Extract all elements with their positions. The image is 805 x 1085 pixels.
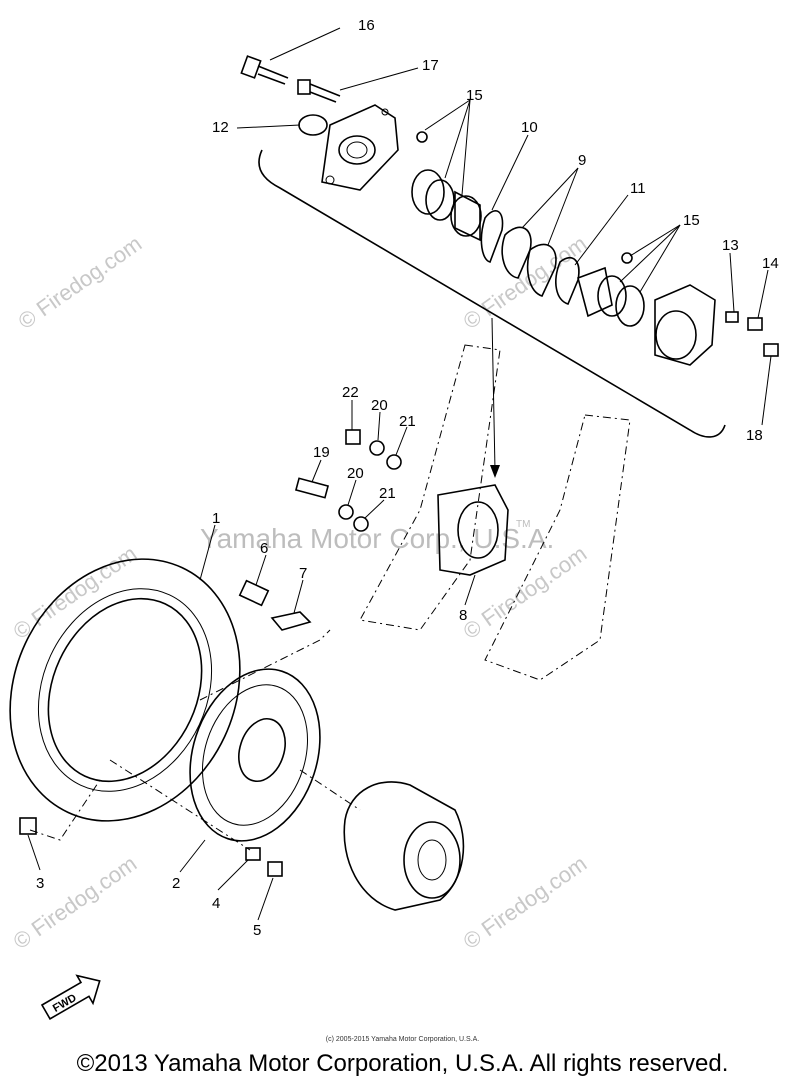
callout-8: 8 [459, 607, 467, 624]
callout-21: 21 [399, 413, 416, 430]
leader-lines [27, 27, 772, 921]
nut-5 [267, 861, 283, 877]
assembly-line [299, 769, 361, 811]
shim-11 [555, 256, 580, 305]
main-copyright: ©2013 Yamaha Motor Corporation, U.S.A. A… [76, 1050, 729, 1077]
callout-15: 15 [683, 212, 700, 229]
bolt-18 [763, 343, 779, 357]
bolt-13 [725, 311, 739, 323]
firedog-watermark: © Firedog.com [14, 231, 147, 334]
small-copyright: (c) 2005-2015 Yamaha Motor Corporation, … [325, 1036, 480, 1043]
caliper-assembly-8 [437, 484, 509, 576]
bolt-16 [240, 55, 289, 85]
callout-13: 13 [722, 237, 739, 254]
callout-16: 16 [358, 17, 375, 34]
washer-21 [386, 454, 402, 470]
nut-22 [345, 429, 361, 445]
bolt-3 [19, 817, 37, 835]
fwd-arrow-icon: FWD [40, 974, 101, 1020]
arrow-head [490, 465, 500, 478]
firedog-watermark: © Firedog.com [459, 541, 592, 644]
piston-seal [411, 169, 445, 215]
fork-reference [359, 344, 631, 681]
callout-12: 12 [212, 119, 229, 136]
bolt-19 [294, 477, 330, 499]
yamaha-watermark: Yamaha Motor Corp., U.S.A. [200, 523, 554, 554]
callout-7: 7 [299, 565, 307, 582]
firedog-watermark: © Firedog.com [459, 231, 592, 334]
callout-labels: 16 17 15 12 10 9 11 15 13 14 18 22 20 21… [36, 17, 779, 939]
callout-19: 19 [313, 444, 330, 461]
caliper-half-right [654, 284, 716, 366]
assembly-line [109, 759, 251, 851]
bolt-6 [238, 579, 270, 607]
seal-ring [416, 131, 428, 143]
callout-15: 15 [466, 87, 483, 104]
bolt-14 [747, 317, 763, 331]
brake-pad-10 [480, 210, 504, 263]
callout-11: 11 [630, 180, 646, 197]
washer-20 [369, 440, 385, 456]
callout-2: 2 [172, 875, 180, 892]
bleed-screw-17 [297, 79, 341, 103]
tm-mark: TM [516, 519, 530, 530]
callout-21: 21 [379, 485, 396, 502]
callout-17: 17 [422, 57, 439, 74]
callout-18: 18 [746, 427, 763, 444]
callout-14: 14 [762, 255, 779, 272]
washer-20 [338, 504, 354, 520]
callout-10: 10 [521, 119, 538, 136]
callout-1: 1 [212, 510, 220, 527]
callout-20: 20 [347, 465, 364, 482]
firedog-watermark: © Firedog.com [9, 541, 142, 644]
callout-3: 3 [36, 875, 44, 892]
mount-hardware [294, 429, 402, 532]
firedog-watermark: © Firedog.com [9, 851, 142, 954]
callout-5: 5 [253, 922, 261, 939]
piston-seal [425, 179, 455, 221]
piston [450, 190, 482, 242]
callout-22: 22 [342, 384, 359, 401]
assembly-line [199, 629, 331, 701]
washer-21 [353, 516, 369, 532]
wheel-hub [343, 781, 465, 911]
callout-9: 9 [578, 152, 586, 169]
bolt-small [621, 252, 633, 264]
fwd-label: FWD [51, 992, 79, 1015]
piston [577, 266, 613, 318]
callout-6: 6 [260, 540, 268, 557]
callout-4: 4 [212, 895, 220, 912]
firedog-watermark: © Firedog.com [459, 851, 592, 954]
exploded-view-bracket [258, 149, 726, 438]
caliper-half-left [321, 104, 399, 191]
callout-20: 20 [371, 397, 388, 414]
caliper-exploded-group [240, 55, 779, 478]
piston-seal [615, 285, 645, 327]
piston-seal [597, 275, 627, 317]
brake-pad-9 [501, 226, 532, 279]
lock-washer-4 [245, 847, 261, 861]
brake-pad-9 [526, 243, 557, 297]
assembly-line [29, 779, 101, 841]
cap-12 [298, 114, 328, 136]
lock-plate-7 [270, 611, 312, 631]
disc-carrier-2 [189, 668, 321, 842]
brake-disc-1 [9, 558, 241, 822]
